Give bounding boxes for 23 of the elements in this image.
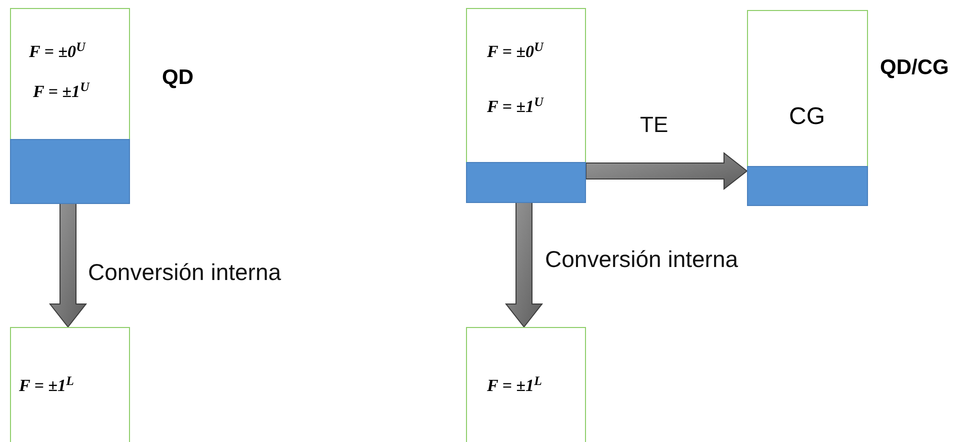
formula: F = ±1$^{U}$ [487,94,544,118]
diagram-label: QD/CG [880,55,949,81]
box-label: CG [789,102,825,132]
state-box [10,8,130,203]
formula: F = ±1$^{L}$ [19,373,74,397]
block-arrow [504,202,544,328]
block-arrow [586,152,748,190]
filled-band [466,162,586,202]
state-box [466,327,586,442]
diagram-label: QD [162,65,194,91]
edge-label: Conversión interna [545,245,738,274]
state-box [747,10,868,205]
filled-band [746,166,868,206]
filled-band [10,138,130,204]
formula: F = ±1$^{U}$ [33,79,90,103]
formula: F = ±1$^{L}$ [487,373,542,397]
edge-label: Conversión interna [88,258,282,287]
edge-label: TE [640,111,668,139]
formula: F = ±0$^{U}$ [29,39,86,63]
state-box [466,8,586,202]
formula: F = ±0$^{U}$ [487,39,544,63]
block-arrow [48,202,88,328]
state-box [10,327,130,442]
